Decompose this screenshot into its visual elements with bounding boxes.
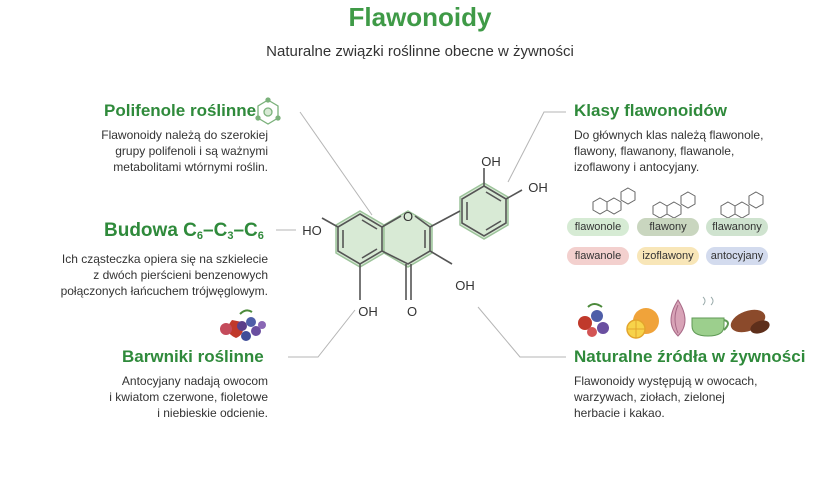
polyphenols-line-3: metabolitami wtórnymi roślin. bbox=[113, 160, 268, 174]
sources-text: Flawonoidy występują w owocach, warzywac… bbox=[574, 373, 804, 421]
structure-heading-part-2: –C bbox=[203, 220, 228, 241]
sources-heading: Naturalne źródła w żywności bbox=[574, 347, 806, 366]
structure-line-2: z dwóch pierścieni benzenowych bbox=[93, 268, 268, 282]
leader-line-classes bbox=[507, 111, 566, 183]
leader-line-pigments bbox=[288, 309, 356, 358]
berries-icon bbox=[220, 309, 266, 341]
classes-line-2: flawony, flawanony, flawanole, bbox=[574, 144, 735, 158]
label-o-ring: O bbox=[403, 209, 413, 224]
pigments-text: Antocyjany nadają owocom i kwiatom czerw… bbox=[70, 373, 268, 421]
label-ho-left: HO bbox=[302, 223, 322, 238]
classes-line-1: Do głównych klas należą flawonole, bbox=[574, 128, 764, 142]
structure-heading-part-4: –C bbox=[233, 220, 258, 241]
sources-line-1: Flawonoidy występują w owocach, bbox=[574, 374, 758, 388]
citrus-icon bbox=[626, 308, 659, 339]
flavonol-structure-icon bbox=[592, 187, 636, 215]
polyphenols-line-2: grupy polifenoli i są ważnymi bbox=[115, 144, 268, 158]
structure-heading-sub-5: 6 bbox=[257, 230, 264, 242]
quercetin-molecule: OH OH HO O OH OH O bbox=[302, 154, 548, 319]
classes-heading: Klasy flawonoidów bbox=[574, 101, 728, 120]
class-pill-isoflavones: izoflawony bbox=[637, 247, 699, 265]
structure-line-3: połączonych łańcuchem trójwęglowym. bbox=[60, 284, 268, 298]
pigments-line-1: Antocyjany nadają owocom bbox=[121, 374, 268, 388]
structure-heading-sub-1: 6 bbox=[196, 230, 204, 242]
classes-line-3: izoflawony i antocyjany. bbox=[574, 160, 700, 174]
polyphenols-heading: Polifenole roślinne bbox=[104, 101, 257, 120]
structure-heading-sub-3: 3 bbox=[227, 230, 234, 242]
structure-heading-prefix: Budowa C bbox=[104, 220, 197, 241]
class-pill-flavanols: flawanole bbox=[567, 247, 629, 265]
polyphenols-text: Flawonoidy należą do szerokiej grupy pol… bbox=[60, 127, 268, 175]
label-oh-mid: OH bbox=[455, 278, 475, 293]
pigments-heading: Barwniki roślinne bbox=[122, 347, 264, 366]
label-oh-bottom: OH bbox=[358, 304, 378, 319]
class-pill-flavones: flawony bbox=[637, 218, 699, 236]
structure-text: Ich cząsteczka opiera się na szkielecie … bbox=[40, 251, 268, 299]
page-subtitle: Naturalne związki roślinne obecne w żywn… bbox=[266, 43, 574, 60]
sources-line-2: warzywach, ziołach, zielonej bbox=[574, 390, 725, 404]
structure-line-1: Ich cząsteczka opiera się na szkielecie bbox=[61, 252, 268, 266]
tea-cup-icon bbox=[691, 296, 729, 337]
molecule-icon bbox=[255, 97, 281, 125]
leader-line-polyphenols bbox=[299, 111, 373, 216]
cocoa-icon bbox=[730, 309, 770, 334]
class-pill-anthocyanins: antocyjany bbox=[706, 247, 768, 265]
classes-text: Do głównych klas należą flawonole, flawo… bbox=[574, 127, 804, 175]
structure-heading: Budowa C6–C3–C6 bbox=[104, 220, 264, 242]
sources-line-3: herbacie i kakao. bbox=[574, 406, 665, 420]
pigments-line-2: i kwiatom czerwone, fioletowe bbox=[109, 390, 268, 404]
polyphenols-line-1: Flawonoidy należą do szerokiej bbox=[101, 128, 268, 142]
page-title: Flawonoidy bbox=[348, 2, 492, 32]
onion-icon bbox=[670, 299, 686, 337]
leader-line-sources bbox=[477, 306, 566, 358]
pigments-line-3: i niebieskie odcienie. bbox=[157, 406, 268, 420]
class-pill-flavonols: flawonole bbox=[567, 218, 629, 236]
label-o-carbonyl: O bbox=[407, 304, 417, 319]
label-oh-right: OH bbox=[528, 180, 548, 195]
berries-icon bbox=[578, 303, 609, 337]
class-pill-flavanones: flawanony bbox=[706, 218, 768, 236]
label-oh-top: OH bbox=[481, 154, 501, 169]
